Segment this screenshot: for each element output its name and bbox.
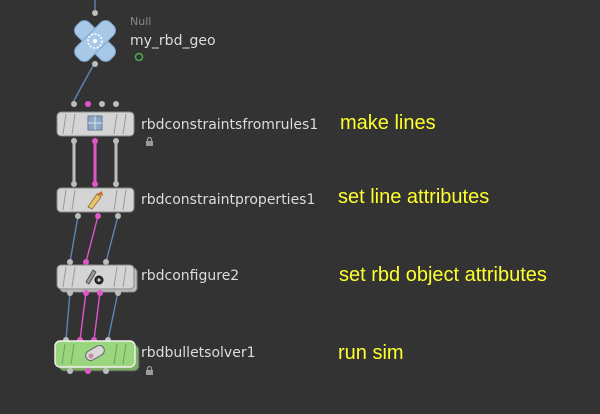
node-rbdconstraintsfromrules1[interactable] [56, 101, 135, 144]
wires [65, 0, 119, 341]
output-port[interactable] [71, 138, 77, 144]
wire-configure-to-solver-3 [107, 291, 119, 341]
node-name-rbdconstraintsfromrules1[interactable]: rbdconstraintsfromrules1 [141, 117, 319, 133]
input-port[interactable] [83, 259, 89, 265]
wire-properties-to-configure-1 [85, 215, 99, 263]
sticky-note-set-rbd-object-attributes[interactable]: set rbd object attributes [339, 264, 547, 286]
wire-configure-to-solver-2 [93, 291, 101, 341]
output-port[interactable] [67, 368, 73, 374]
sticky-note-run-sim[interactable]: run sim [338, 342, 404, 364]
lock-icon [146, 366, 153, 375]
node-rbdconfigure2[interactable] [56, 259, 138, 296]
null-output-port[interactable] [92, 61, 98, 67]
input-port[interactable] [99, 101, 105, 107]
output-port[interactable] [83, 290, 89, 296]
lock-icon [146, 137, 153, 146]
input-port[interactable] [113, 181, 119, 187]
output-port[interactable] [115, 213, 121, 219]
output-port[interactable] [95, 213, 101, 219]
properties-brush-icon [87, 191, 103, 210]
input-port[interactable] [71, 181, 77, 187]
solver-capsule-icon [85, 345, 105, 361]
output-port[interactable] [103, 368, 109, 374]
output-port[interactable] [85, 368, 91, 374]
output-port[interactable] [92, 138, 98, 144]
wire-null-to-constraints [71, 63, 95, 105]
configure-gear-icon [85, 269, 104, 285]
wire-properties-to-configure-0 [69, 215, 79, 263]
output-port[interactable] [97, 290, 103, 296]
input-port[interactable] [71, 101, 77, 107]
node-name-rbdconstraintproperties1[interactable]: rbdconstraintproperties1 [141, 192, 316, 208]
node-body[interactable] [56, 264, 135, 290]
wire-configure-to-solver-1 [79, 291, 87, 341]
null-display-flag-icon[interactable] [134, 52, 144, 62]
constraints-box-icon [87, 115, 103, 131]
output-port[interactable] [75, 213, 81, 219]
input-port[interactable] [92, 181, 98, 187]
sticky-note-set-line-attributes[interactable]: set line attributes [338, 186, 490, 208]
node-tile-stripes [62, 113, 127, 135]
wire-properties-to-configure-2 [105, 215, 119, 263]
node-rbdconstraintproperties1[interactable] [56, 181, 135, 219]
node-tile-stripes [61, 343, 127, 365]
null-node-name[interactable]: my_rbd_geo [130, 33, 216, 49]
node-name-rbdbulletsolver1[interactable]: rbdbulletsolver1 [141, 345, 256, 361]
output-port[interactable] [67, 290, 73, 296]
output-port[interactable] [113, 138, 119, 144]
node-name-rbdconfigure2[interactable]: rbdconfigure2 [141, 268, 240, 284]
null-node[interactable] [72, 10, 144, 67]
wire-configure-to-solver-0 [65, 291, 71, 341]
input-port[interactable] [113, 101, 119, 107]
input-port[interactable] [103, 259, 109, 265]
sticky-note-make-lines[interactable]: make lines [340, 112, 436, 134]
node-rbdbulletsolver1[interactable] [54, 337, 140, 374]
output-port[interactable] [115, 290, 121, 296]
input-port[interactable] [85, 101, 91, 107]
null-node-shape[interactable] [72, 18, 119, 65]
input-port[interactable] [67, 259, 73, 265]
node-tile-stripes [62, 189, 127, 211]
node-tile-stripes [62, 266, 127, 288]
null-input-port[interactable] [92, 10, 98, 16]
null-node-type-label: Null [130, 15, 152, 28]
null-target-icon [87, 33, 103, 49]
